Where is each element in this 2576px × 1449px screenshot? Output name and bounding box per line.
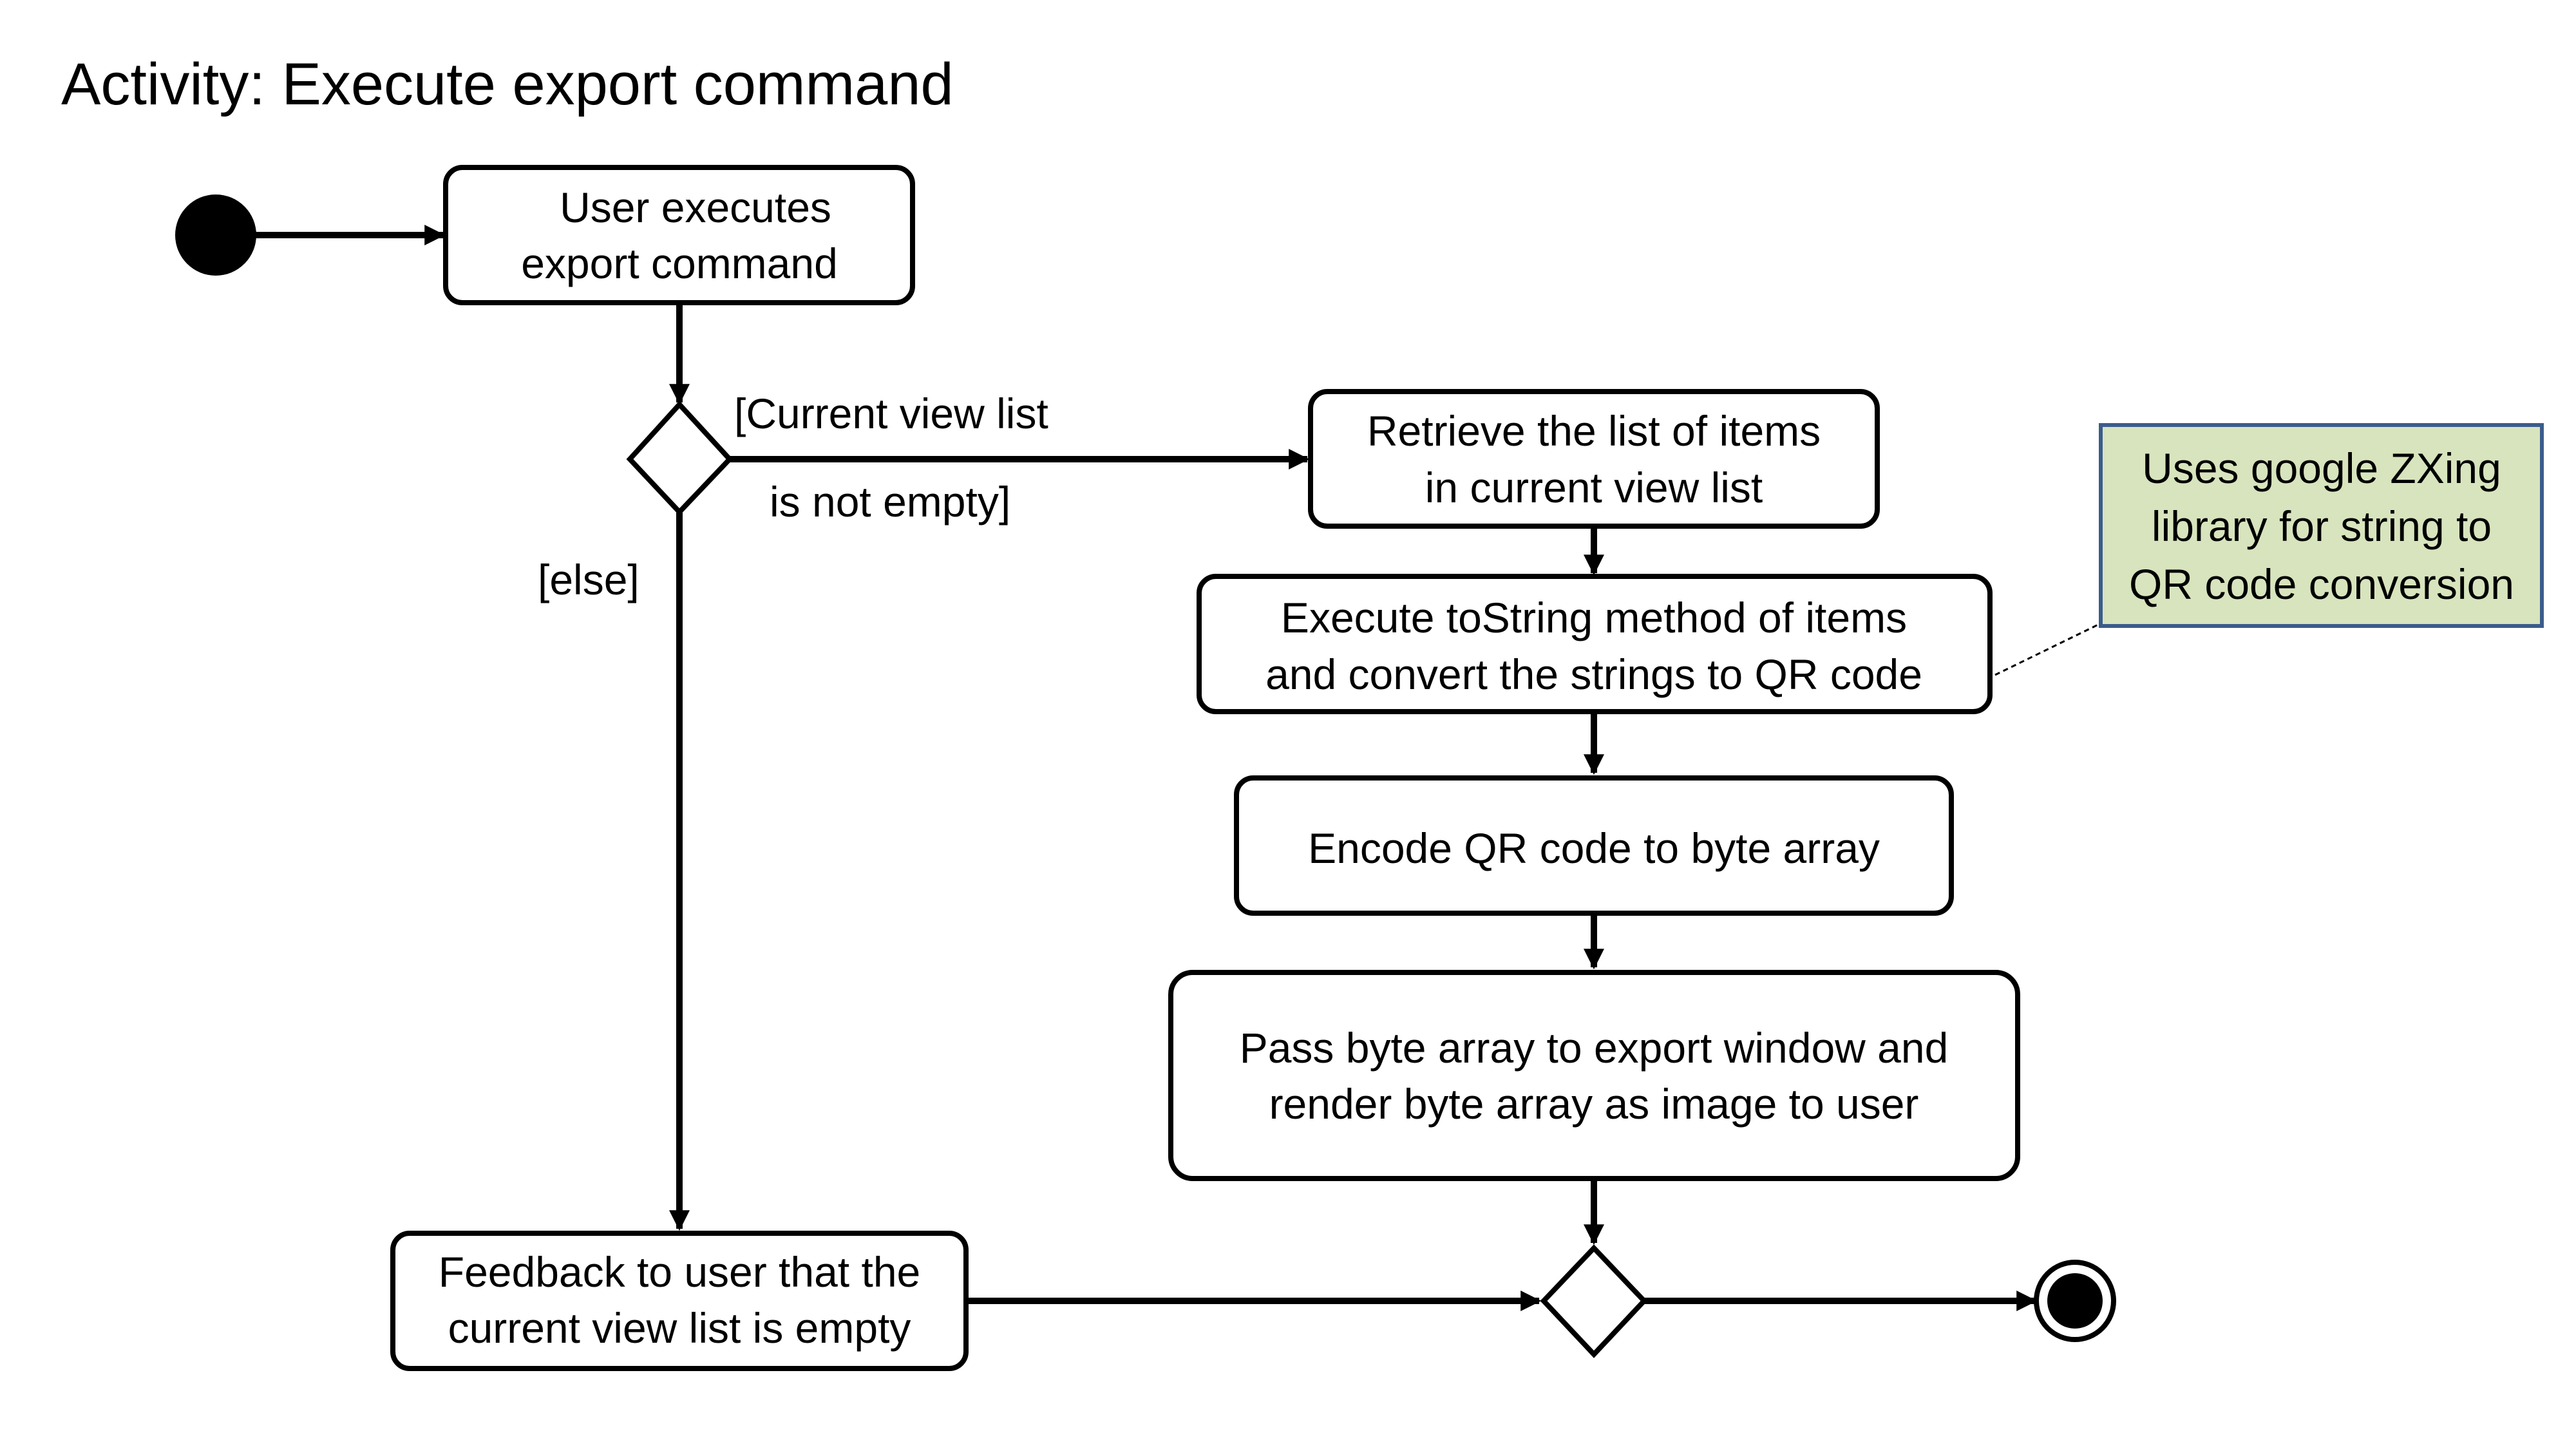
guard-not-empty-line1: [Current view list xyxy=(734,390,1048,437)
action-retrieve-items: Retrieve the list of items in current vi… xyxy=(1308,389,1880,529)
note-zxing: Uses google ZXing library for string to … xyxy=(2099,423,2544,628)
node-text-line: and convert the strings to QR code xyxy=(1265,650,1922,698)
node-text-line: User executes xyxy=(560,184,831,231)
node-text-line: Execute toString method of items xyxy=(1281,594,1907,641)
node-text-line: Feedback to user that the xyxy=(439,1248,920,1296)
note-text-line: QR code conversion xyxy=(2129,560,2514,608)
action-execute-tostring: Execute toString method of items and con… xyxy=(1197,574,1993,714)
initial-node xyxy=(175,194,256,276)
action-user-executes-export: User executes export command xyxy=(443,165,915,305)
node-text-line: Retrieve the list of items xyxy=(1367,407,1821,455)
note-text-line: library for string to xyxy=(2152,502,2492,550)
note-connector xyxy=(1994,622,2101,676)
action-feedback-empty: Feedback to user that the current view l… xyxy=(390,1231,969,1371)
node-text-line: current view list is empty xyxy=(448,1304,911,1352)
node-text-line: render byte array as image to user xyxy=(1269,1080,1919,1128)
guard-else: [else] xyxy=(538,556,639,603)
merge-diamond xyxy=(1540,1244,1648,1358)
action-pass-byte-array: Pass byte array to export window and ren… xyxy=(1168,970,2020,1181)
diagram-title: Activity: Execute export command xyxy=(61,52,954,117)
guard-not-empty-line2: is not empty] xyxy=(770,478,1010,526)
node-text-line: Encode QR code to byte array xyxy=(1308,824,1880,872)
decision-diamond xyxy=(626,401,734,516)
action-encode-qr: Encode QR code to byte array xyxy=(1234,775,1954,916)
node-text-line: export command xyxy=(521,240,838,287)
note-text-line: Uses google ZXing xyxy=(2142,444,2501,492)
node-text-line: in current view list xyxy=(1425,464,1763,511)
final-node xyxy=(2034,1260,2116,1342)
node-text-line: Pass byte array to export window and xyxy=(1240,1024,1949,1072)
